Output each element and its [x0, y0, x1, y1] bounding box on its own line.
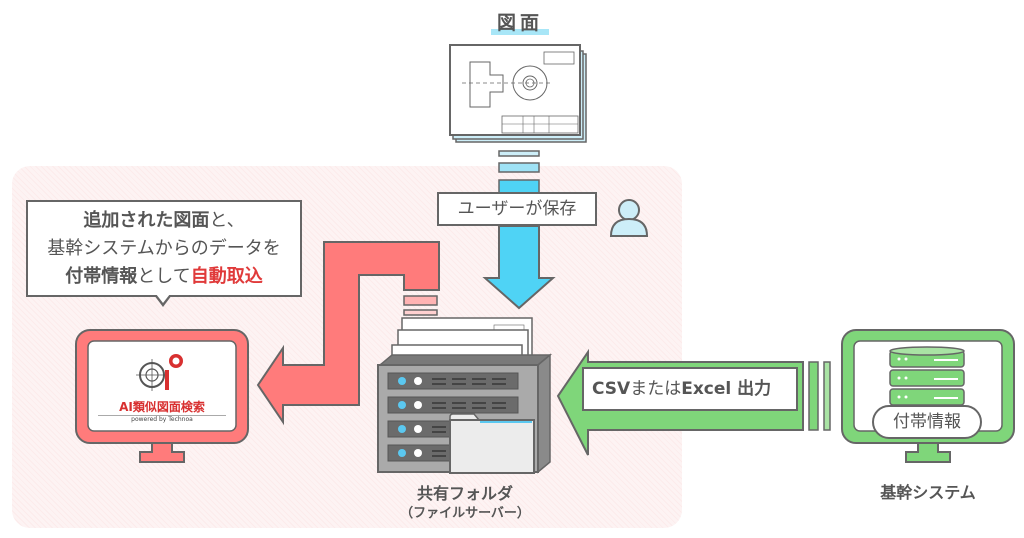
auto-import-callout: 追加された図面と、 基幹システムからのデータを 付帯情報として自動取込 [26, 200, 302, 297]
core-system-caption: 基幹システム [880, 483, 976, 502]
export-label: CSVまたはExcel 出力 [582, 367, 798, 411]
blueprint-drawing-icon [449, 44, 587, 143]
save-flow-arrow [482, 150, 556, 310]
export-output: 出力 [731, 379, 772, 399]
file-server-caption: 共有フォルダ [416, 484, 513, 503]
callout-line-1: 追加された図面と、 [28, 207, 300, 235]
ai-logo-icon [136, 354, 183, 391]
callout-line1-rest: と、 [209, 210, 245, 231]
title-underline [491, 29, 549, 35]
core-system-monitor [841, 329, 1015, 463]
import-flow-arrow [256, 241, 440, 426]
export-excel: Excel [681, 379, 732, 399]
user-icon [609, 199, 649, 237]
callout-line3-mid: として [137, 266, 191, 287]
callout-line-2: 基幹システムからのデータを [47, 238, 281, 259]
callout-line3-highlight: 自動取込 [190, 266, 263, 287]
export-or: または [630, 379, 682, 399]
callout-line1-bold: 追加された図面 [83, 210, 210, 231]
drawing-title: 図面 [496, 12, 543, 34]
ai-app-name: AI類似図面検索 [98, 398, 226, 416]
supplementary-info-tag: 付帯情報 [872, 405, 982, 439]
ai-monitor [75, 329, 249, 463]
server-icon [377, 317, 553, 474]
user-save-label: ユーザーが保存 [437, 192, 597, 226]
database-icon [889, 346, 965, 406]
callout-line-3: 付帯情報として自動取込 [28, 263, 300, 291]
file-server-subcaption: （ファイルサーバー） [400, 506, 530, 521]
callout-tail-inner [156, 294, 170, 303]
folder-icon [449, 413, 535, 474]
export-csv: CSV [592, 379, 631, 399]
callout-line3-bold: 付帯情報 [65, 266, 138, 287]
ai-app-powered-by: powered by Technoa [131, 416, 193, 423]
